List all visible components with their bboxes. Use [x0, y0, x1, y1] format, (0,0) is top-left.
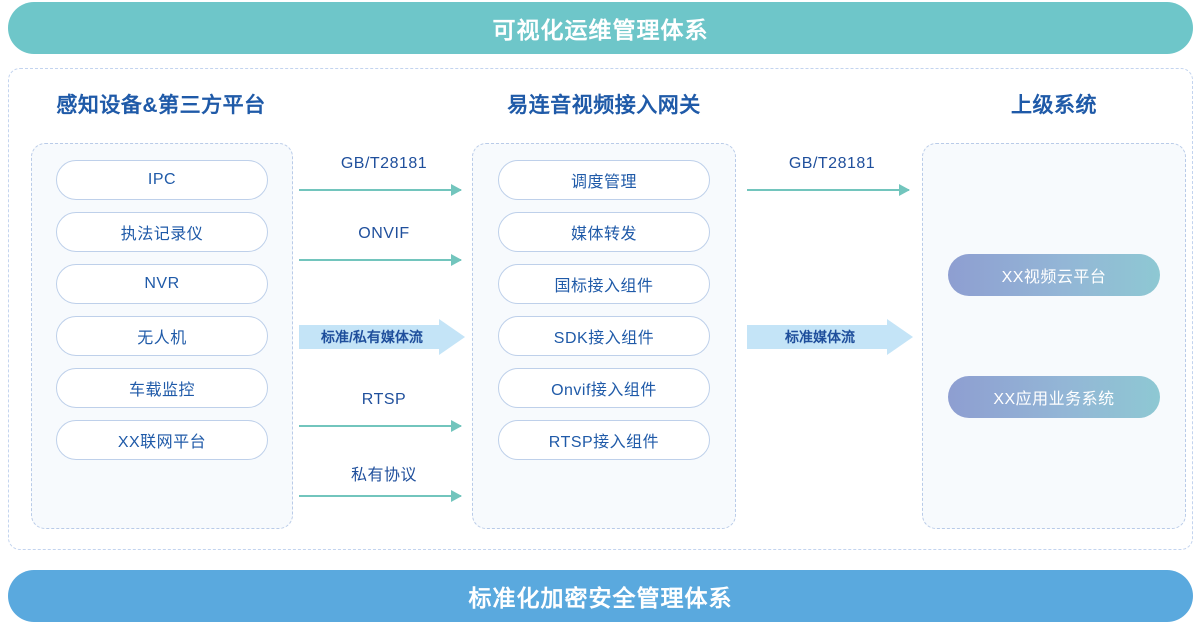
pill-label: 调度管理 — [570, 174, 637, 191]
list-item[interactable]: RTSP接入组件 — [498, 420, 710, 460]
list-item[interactable]: NVR — [56, 264, 268, 304]
top-banner: 可视化运维管理体系 — [8, 2, 1193, 54]
pill-stack-right: XX视频云平台 XX应用业务系统 — [923, 144, 1185, 528]
connector-label-gbt28181-left: GB/T28181 — [340, 155, 428, 172]
list-item[interactable]: 调度管理 — [498, 160, 710, 200]
list-item[interactable]: XX应用业务系统 — [948, 376, 1160, 418]
list-item[interactable]: 国标接入组件 — [498, 264, 710, 304]
top-banner-label: 可视化运维管理体系 — [492, 17, 709, 43]
pill-label: 执法记录仪 — [120, 226, 204, 243]
pill-label: SDK接入组件 — [553, 330, 655, 347]
list-item[interactable]: IPC — [56, 160, 268, 200]
group-box-middle: 调度管理 媒体转发 国标接入组件 SDK接入组件 Onvif接入组件 RTSP接… — [472, 143, 736, 529]
column-title-right: 上级系统 — [1011, 94, 1097, 117]
pill-stack-middle: 调度管理 媒体转发 国标接入组件 SDK接入组件 Onvif接入组件 RTSP接… — [473, 144, 735, 528]
connector-block-arrow-standard-media: 标准媒体流 — [747, 319, 913, 355]
pill-label: IPC — [147, 171, 177, 188]
connector-label-rtsp: RTSP — [361, 391, 407, 408]
list-item[interactable]: SDK接入组件 — [498, 316, 710, 356]
column-title-left: 感知设备&第三方平台 — [56, 94, 266, 117]
connector-arrow-gbt28181-left — [299, 184, 462, 196]
list-item[interactable]: 无人机 — [56, 316, 268, 356]
connector-label-gbt28181-right: GB/T28181 — [788, 155, 876, 172]
block-arrow-head — [439, 319, 465, 355]
pill-label: 无人机 — [137, 330, 187, 347]
list-item[interactable]: 执法记录仪 — [56, 212, 268, 252]
pill-stack-left: IPC 执法记录仪 NVR 无人机 车载监控 XX联网平台 — [32, 144, 292, 528]
pill-label: XX视频云平台 — [1001, 269, 1107, 286]
connector-label-onvif: ONVIF — [358, 225, 410, 242]
connector-arrow-onvif — [299, 254, 462, 266]
bottom-banner: 标准化加密安全管理体系 — [8, 570, 1193, 622]
outer-dashed-frame: 感知设备&第三方平台 IPC 执法记录仪 NVR 无人机 车载监控 XX联网平台… — [8, 68, 1193, 550]
block-arrow-label: 标准/私有媒体流 — [321, 329, 423, 345]
list-item[interactable]: Onvif接入组件 — [498, 368, 710, 408]
connector-arrow-rtsp — [299, 420, 462, 432]
group-box-left: IPC 执法记录仪 NVR 无人机 车载监控 XX联网平台 — [31, 143, 293, 529]
pill-label: 国标接入组件 — [554, 278, 654, 295]
column-title-middle: 易连音视频接入网关 — [507, 94, 701, 117]
group-box-right: XX视频云平台 XX应用业务系统 — [922, 143, 1186, 529]
connector-label-private-protocol: 私有协议 — [350, 467, 417, 484]
pill-label: Onvif接入组件 — [551, 382, 657, 399]
list-item[interactable]: 媒体转发 — [498, 212, 710, 252]
block-arrow-head — [887, 319, 913, 355]
pill-label: XX应用业务系统 — [993, 391, 1115, 408]
pill-label: NVR — [144, 275, 180, 292]
list-item[interactable]: 车载监控 — [56, 368, 268, 408]
list-item[interactable]: XX视频云平台 — [948, 254, 1160, 296]
connector-arrow-gbt28181-right — [747, 184, 910, 196]
connector-arrow-private-protocol — [299, 490, 462, 502]
list-item[interactable]: XX联网平台 — [56, 420, 268, 460]
block-arrow-label: 标准媒体流 — [785, 329, 855, 345]
bottom-banner-label: 标准化加密安全管理体系 — [468, 585, 733, 611]
block-arrow-body — [299, 325, 439, 349]
pill-label: 媒体转发 — [570, 226, 637, 243]
pill-label: RTSP接入组件 — [548, 434, 660, 451]
pill-label: 车载监控 — [128, 382, 195, 399]
block-arrow-body — [747, 325, 887, 349]
connector-block-arrow-mixed-media: 标准/私有媒体流 — [299, 319, 465, 355]
pill-label: XX联网平台 — [117, 434, 207, 451]
